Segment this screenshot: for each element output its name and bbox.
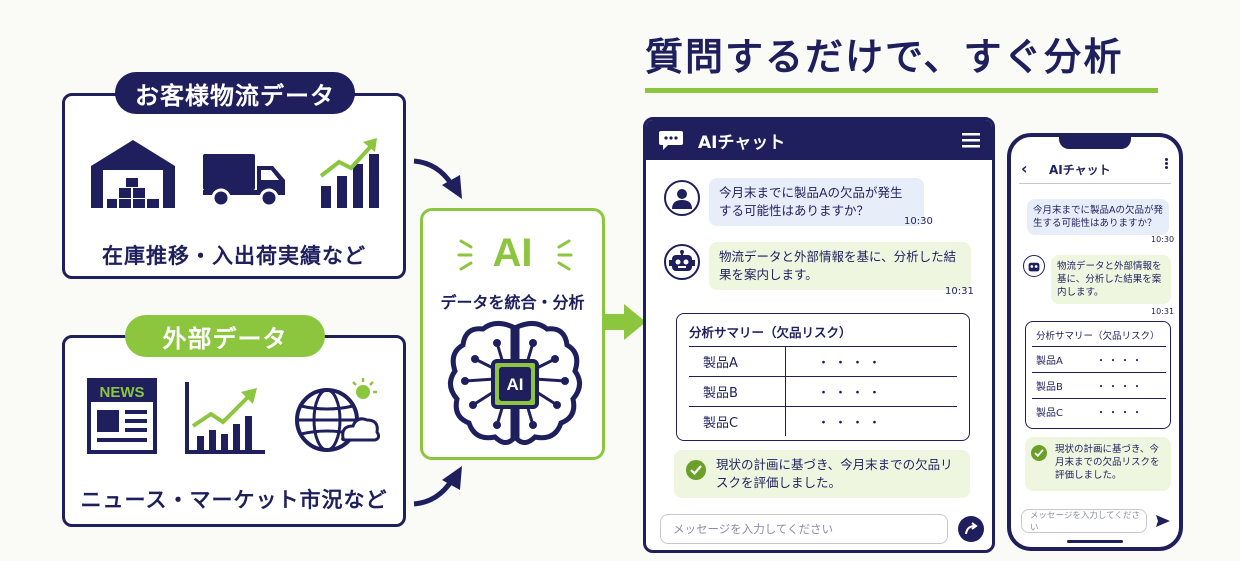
summary-title: 分析サマリー（欠品リスク） [689, 325, 852, 340]
phone-summary-row-value: ・・・・ [1096, 356, 1144, 367]
arrow-ai-to-chat [604, 304, 646, 340]
user-message: 今月末までに製品Aの欠品が発生する可能性はありますか？ [709, 178, 924, 226]
phone-summary-row-label: 製品B [1036, 382, 1063, 393]
ai-label: AI [492, 231, 533, 275]
phone-bot-time: 10:31 [1151, 307, 1175, 316]
phone-summary-row-value: ・・・・ [1096, 382, 1144, 393]
summary-row-value: ・・・・ [817, 356, 886, 371]
send-icon [965, 522, 978, 535]
chat-bubble-icon [659, 131, 683, 150]
phone-bot-message: 物流データと外部情報を基に、分析した結果を案内します。 [1051, 255, 1171, 304]
message-input[interactable]: メッセージを入力してください [660, 514, 948, 544]
summary-divider [689, 376, 957, 377]
user-icon [672, 189, 692, 209]
phone-summary-row-value: ・・・・ [1096, 408, 1144, 419]
globe-weather-icon [295, 378, 381, 452]
market-chart-icon [185, 382, 265, 454]
arrow-external-to-ai [413, 466, 462, 507]
analysis-result: 現状の計画に基づき、今月末までの欠品リスクを評価しました。 [674, 450, 970, 498]
phone-summary-row-label: 製品C [1036, 408, 1063, 419]
ai-chip-label: AI [506, 375, 524, 394]
page-title: 質問するだけで、すぐ分析 [645, 35, 1124, 79]
summary-divider [689, 346, 957, 347]
growth-chart-icon [319, 138, 379, 208]
summary-row-label: 製品C [703, 416, 739, 431]
truck-icon [203, 154, 285, 208]
bot-message: 物流データと外部情報を基に、分析した結果を案内します。 [709, 242, 971, 290]
ai-caption: データを統合・分析 [440, 293, 585, 312]
phone-notch [1059, 137, 1131, 149]
phone-summary-table: 分析サマリー（欠品リスク） 製品A ・・・・ 製品B ・・・・ 製品C ・・・・ [1025, 321, 1171, 429]
customer-data-caption: 在庫推移・入出荷実績など [102, 244, 366, 268]
newspaper-icon: NEWS [87, 378, 157, 454]
bot-message-time: 10:31 [945, 286, 974, 297]
external-data-box: NEWS ニュース・マーケット市況など [62, 335, 406, 527]
user-message-time: 10:30 [904, 216, 933, 227]
summary-column-divider [785, 346, 786, 436]
warehouse-icon [91, 140, 175, 208]
user-avatar [664, 180, 700, 216]
summary-table: 分析サマリー（欠品リスク） 製品A ・・・・ 製品B ・・・・ 製品C ・・・・ [676, 313, 970, 441]
robot-icon [669, 250, 695, 271]
arrow-customer-to-ai [413, 158, 462, 199]
brain-icon [448, 321, 582, 445]
phone-analysis-result-text: 現状の計画に基づき、今月末までの欠品リスクを評価しました。 [1055, 444, 1160, 481]
phone-summary-divider [1032, 346, 1166, 347]
phone-header-divider [1019, 183, 1171, 184]
customer-data-pill: お客様物流データ [115, 72, 355, 114]
ai-sparkle-icon [457, 239, 573, 271]
external-data-pill: 外部データ [125, 315, 325, 357]
news-label: NEWS [100, 384, 145, 401]
external-data-caption: ニュース・マーケット市況など [80, 488, 388, 512]
phone-summary-row-label: 製品A [1036, 356, 1063, 367]
phone-robot-icon [1028, 262, 1040, 271]
phone-summary-divider [1032, 372, 1166, 373]
phone-user-time: 10:30 [1151, 235, 1175, 244]
back-button[interactable]: ‹ [1021, 159, 1028, 178]
chat-title: AIチャット [698, 132, 786, 153]
phone-summary-title: 分析サマリー（欠品リスク） [1036, 331, 1160, 342]
phone-message-input[interactable]: メッセージを入力してください [1021, 509, 1147, 533]
home-indicator [1067, 540, 1123, 543]
phone-check-icon [1031, 445, 1047, 461]
analysis-result-text: 現状の計画に基づき、今月末までの欠品リスクを評価しました。 [716, 457, 953, 490]
more-icon[interactable] [1163, 157, 1169, 170]
summary-row-label: 製品A [703, 356, 738, 371]
phone-send-icon[interactable] [1155, 513, 1171, 529]
chat-header: AIチャット [646, 120, 992, 160]
phone-user-message: 今月末までに製品Aの欠品が発生する可能性はありますか？ [1027, 199, 1169, 235]
ai-analysis-box: AI データを統合・分析 AI [420, 208, 605, 460]
summary-row-value: ・・・・ [817, 386, 886, 401]
phone-summary-divider [1032, 398, 1166, 399]
title-underline [645, 88, 1158, 93]
customer-data-box: 在庫推移・入出荷実績など [62, 93, 406, 279]
phone-chat-window: ‹ AIチャット 今月末までに製品Aの欠品が発生する可能性はありますか？ 10:… [1007, 133, 1183, 551]
phone-analysis-result: 現状の計画に基づき、今月末までの欠品リスクを評価しました。 [1025, 437, 1171, 491]
phone-chat-title: AIチャット [1049, 163, 1111, 177]
summary-divider [689, 406, 957, 407]
send-button[interactable] [958, 516, 984, 542]
phone-bot-avatar [1023, 255, 1045, 277]
menu-icon[interactable] [962, 132, 980, 148]
check-icon [686, 460, 706, 480]
desktop-chat-window: AIチャット 今月末までに製品Aの欠品が発生する可能性はありますか？ 10:30… [643, 117, 995, 553]
summary-row-value: ・・・・ [817, 416, 886, 431]
summary-row-label: 製品B [703, 386, 738, 401]
bot-avatar [664, 244, 700, 280]
